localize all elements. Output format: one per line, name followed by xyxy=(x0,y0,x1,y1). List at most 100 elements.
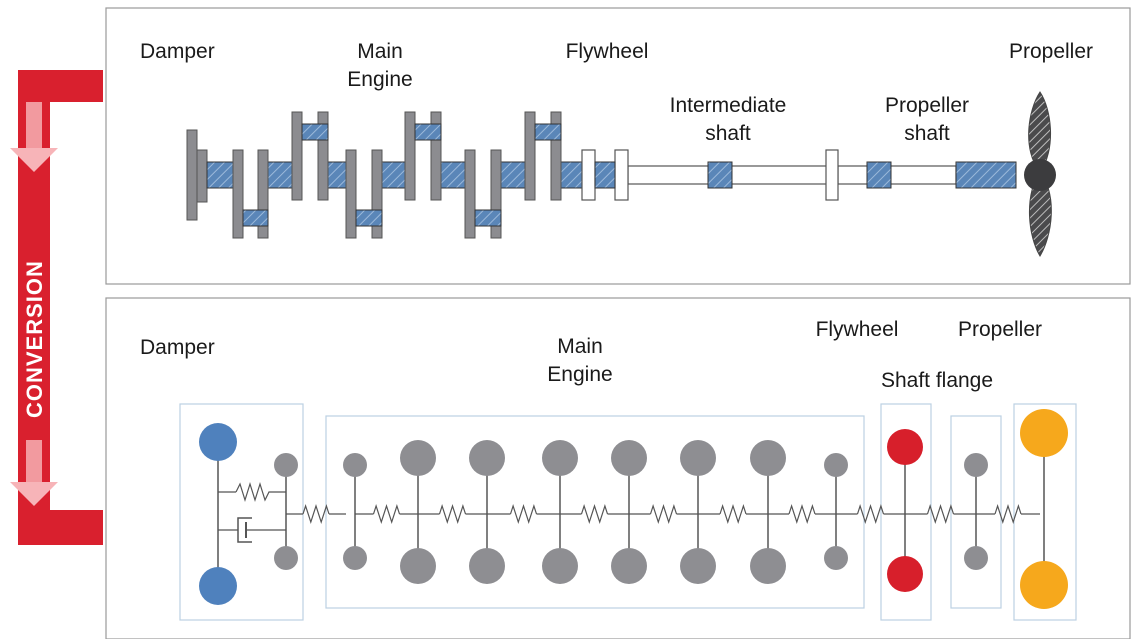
intermediate-shaft-section xyxy=(707,161,733,189)
label-main-engine-line2: Engine xyxy=(547,363,612,386)
torsional-spring xyxy=(509,504,538,524)
main-journal xyxy=(327,161,347,189)
flywheel-shaft-segment xyxy=(594,161,616,189)
torsional-spring xyxy=(856,504,885,524)
damper-mass xyxy=(199,423,237,461)
damper-spring xyxy=(235,481,286,503)
label-damper: Damper xyxy=(140,40,215,63)
down-arrow-icon xyxy=(10,102,58,172)
crank-web xyxy=(490,149,502,239)
crankshaft xyxy=(206,111,583,239)
label-flywheel: Flywheel xyxy=(566,40,649,63)
shaft-flange-group-box xyxy=(950,415,1002,609)
torsional-spring xyxy=(649,504,678,524)
damper-hub-mass xyxy=(274,453,298,477)
crank-web xyxy=(317,111,329,201)
label-damper: Damper xyxy=(140,336,215,359)
crank-web xyxy=(291,111,303,201)
propeller-group-box xyxy=(1013,403,1077,621)
shaft-flange-mass xyxy=(964,453,988,477)
label-intermediate-shaft-line2: shaft xyxy=(705,122,751,145)
flywheel-flange xyxy=(614,149,629,201)
torsional-spring xyxy=(438,504,467,524)
torsional-spring xyxy=(372,504,401,524)
cylinder-mass xyxy=(469,548,505,584)
main-journal xyxy=(500,161,526,189)
cylinder-mass xyxy=(400,548,436,584)
propeller-mass xyxy=(1020,561,1068,609)
propeller-shaft-section xyxy=(866,161,892,189)
cylinder-mass xyxy=(469,440,505,476)
label-main-engine-line1: Main xyxy=(357,40,403,63)
label-main-engine-line1: Main xyxy=(557,335,603,358)
label-propeller-shaft-line1: Propeller xyxy=(885,94,969,117)
main-journal xyxy=(206,161,234,189)
propeller-icon xyxy=(1024,91,1056,257)
main-journal xyxy=(440,161,466,189)
damper-mass xyxy=(199,567,237,605)
label-propeller: Propeller xyxy=(958,318,1042,341)
dashpot-icon xyxy=(237,517,286,543)
damper-group-box xyxy=(179,403,304,621)
cylinder-mass xyxy=(542,548,578,584)
label-shaft-flange: Shaft flange xyxy=(881,369,993,392)
flywheel-group-box xyxy=(880,403,932,621)
torsional-spring xyxy=(302,504,330,524)
cylinder-mass xyxy=(750,548,786,584)
flywheel-mass xyxy=(887,429,923,465)
damper-disc xyxy=(186,129,198,221)
label-main-engine-line2: Engine xyxy=(347,68,412,91)
crank-web xyxy=(345,149,357,239)
crank-web xyxy=(371,149,383,239)
crank-web xyxy=(257,149,269,239)
down-arrow-icon xyxy=(10,440,58,506)
crank-throw-mass-small xyxy=(343,546,367,570)
crank-web xyxy=(524,111,536,201)
conversion-label: CONVERSION xyxy=(22,260,47,418)
torsional-spring xyxy=(788,504,816,524)
crank-web xyxy=(464,149,476,239)
damper-hub xyxy=(196,149,208,203)
label-intermediate-shaft-line1: Intermediate xyxy=(670,94,787,117)
main-journal xyxy=(560,161,583,189)
propeller-mass xyxy=(1020,409,1068,457)
torsional-spring xyxy=(994,504,1022,524)
label-flywheel: Flywheel xyxy=(816,318,899,341)
crank-pin xyxy=(355,209,383,227)
torsional-spring xyxy=(580,504,609,524)
cylinder-mass xyxy=(611,548,647,584)
cylinder-mass xyxy=(542,440,578,476)
main-journal xyxy=(381,161,406,189)
stern-tube-section xyxy=(955,161,1017,189)
cylinder-mass xyxy=(680,440,716,476)
bottom-panel: Damper Main Engine Flywheel Propeller Sh… xyxy=(105,297,1131,639)
label-propeller-shaft-line2: shaft xyxy=(904,122,950,145)
top-panel: Damper Main Engine Flywheel Propeller In… xyxy=(105,7,1131,285)
torsional-spring xyxy=(719,504,747,524)
damper-assembly xyxy=(217,442,286,584)
main-journal xyxy=(267,161,293,189)
engine-end-mass xyxy=(824,546,848,570)
crank-web xyxy=(550,111,562,201)
torsional-spring xyxy=(926,504,955,524)
flywheel-mass xyxy=(887,556,923,592)
crank-pin xyxy=(301,123,329,141)
cylinder-mass xyxy=(680,548,716,584)
propeller-shaft xyxy=(837,165,957,185)
crank-pin xyxy=(414,123,442,141)
crank-web xyxy=(404,111,416,201)
crank-pin xyxy=(474,209,502,227)
crank-web xyxy=(232,149,244,239)
shaft-flange-mass xyxy=(964,546,988,570)
label-propeller: Propeller xyxy=(1009,40,1093,63)
shaft-flange xyxy=(825,149,839,201)
cylinder-mass xyxy=(750,440,786,476)
engine-end-mass xyxy=(824,453,848,477)
flywheel-flange xyxy=(581,149,596,201)
conversion-bracket: CONVERSION xyxy=(10,70,103,545)
crank-throw-mass-small xyxy=(343,453,367,477)
crank-pin xyxy=(534,123,562,141)
engine-group-box xyxy=(325,415,865,609)
cylinder-mass xyxy=(611,440,647,476)
